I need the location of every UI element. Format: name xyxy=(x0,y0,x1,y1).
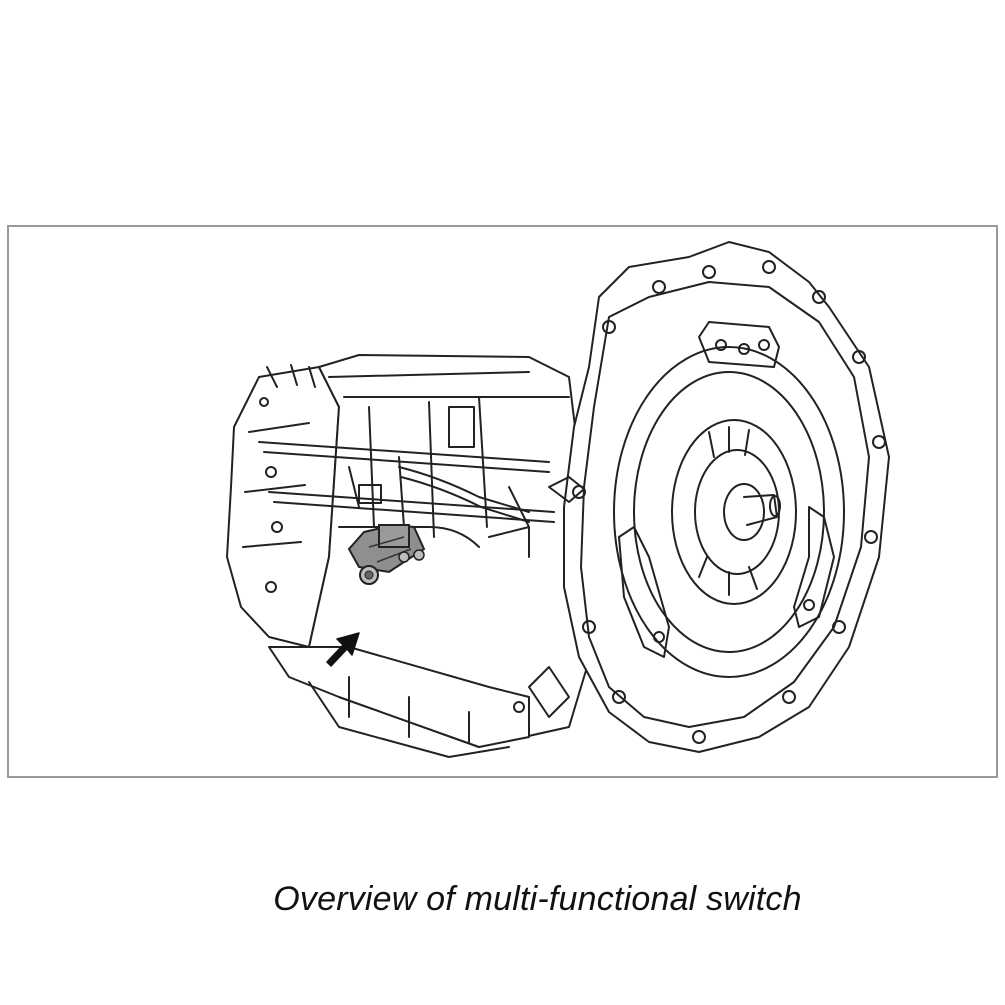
torque-converter xyxy=(613,321,845,678)
multi-functional-switch xyxy=(347,523,426,585)
gearbox-case xyxy=(258,354,600,748)
arrow-icon xyxy=(326,632,360,667)
fluid-lines xyxy=(338,466,530,548)
transmission-illustration xyxy=(226,241,890,758)
figure-frame xyxy=(7,225,998,778)
rear-housing xyxy=(226,364,340,648)
oil-pan xyxy=(268,646,530,758)
figure-caption: Overview of multi-functional switch xyxy=(273,880,802,918)
